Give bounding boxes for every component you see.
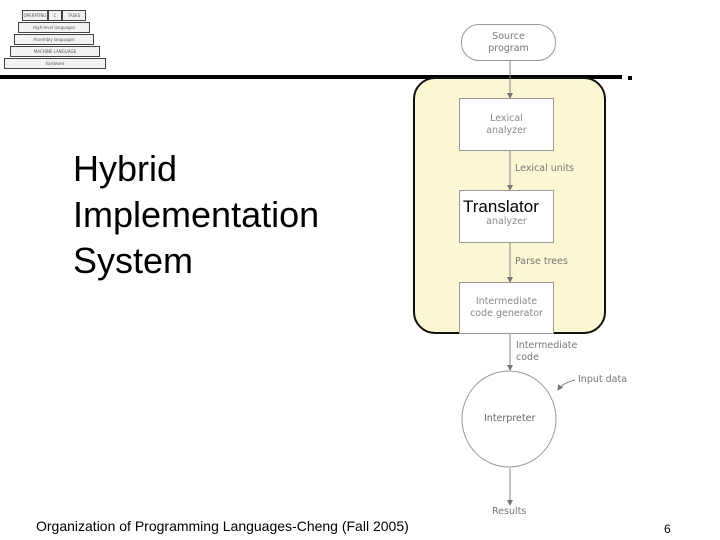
logo-layer: OPERATING (22, 10, 48, 21)
intermediate-code-label: Intermediate code (516, 340, 578, 363)
page-number: 6 (664, 522, 671, 536)
source-program-node: Source program (461, 24, 556, 61)
syntax-analyzer-box: analyzer (459, 190, 554, 243)
translator-label: Translator (463, 197, 539, 216)
source-program-label: Source program (488, 30, 529, 54)
logo-layer: MACHINE LANGUAGE (10, 46, 100, 57)
layered-logo: OPERATING C TASKS High-level languages A… (4, 10, 108, 72)
logo-layer: hardware (4, 58, 106, 69)
intermediate-code-generator-box: Intermediate code generator (459, 282, 554, 334)
corner-dot (628, 76, 632, 80)
interpreter-circle (461, 370, 557, 468)
header-rule (0, 75, 622, 79)
logo-layer: High-level languages (18, 22, 90, 33)
title-line: System (73, 240, 194, 281)
lexical-analyzer-box: Lexical analyzer (459, 98, 554, 151)
syntax-analyzer-label: analyzer (486, 216, 527, 227)
lexical-analyzer-label: Lexical analyzer (486, 112, 527, 136)
slide-footer: Organization of Programming Languages-Ch… (36, 518, 409, 534)
intermediate-code-generator-label: Intermediate code generator (470, 296, 543, 319)
results-label: Results (492, 506, 527, 517)
arrow-input-data (557, 379, 576, 391)
parse-trees-label: Parse trees (515, 256, 568, 267)
lexical-units-label: Lexical units (515, 163, 575, 174)
slide-title: Hybrid Implementation System (73, 146, 319, 284)
logo-layer: TASKS (62, 10, 86, 21)
title-line: Implementation (73, 194, 320, 235)
input-data-label: Input data (578, 374, 628, 385)
interpreter-label: Interpreter (484, 413, 536, 424)
logo-layer: C (48, 10, 62, 21)
title-line: Hybrid (73, 148, 178, 189)
logo-layer: Assembly languages (14, 34, 94, 45)
